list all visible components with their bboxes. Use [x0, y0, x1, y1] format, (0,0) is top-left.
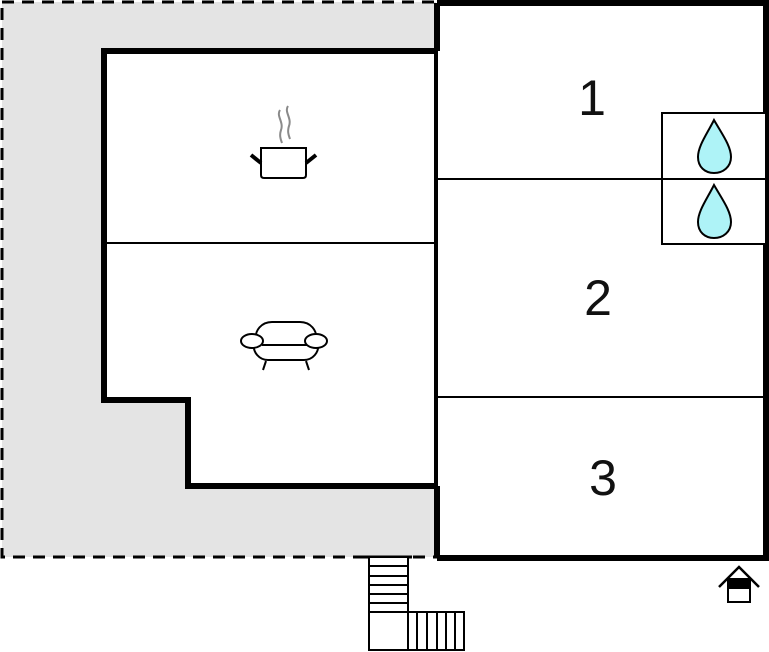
water-drop-icon — [696, 182, 733, 240]
cooking-pot-icon — [249, 105, 318, 179]
entrance-house-icon — [718, 565, 760, 603]
bedroom-1-label: 1 — [578, 70, 606, 126]
bedroom-3-label: 3 — [589, 450, 617, 506]
armchair-icon — [240, 321, 328, 371]
bedroom-2-label: 2 — [584, 270, 612, 326]
stairs-icon — [365, 555, 465, 651]
right-wing — [434, 0, 769, 561]
water-drop-icon — [696, 117, 733, 175]
